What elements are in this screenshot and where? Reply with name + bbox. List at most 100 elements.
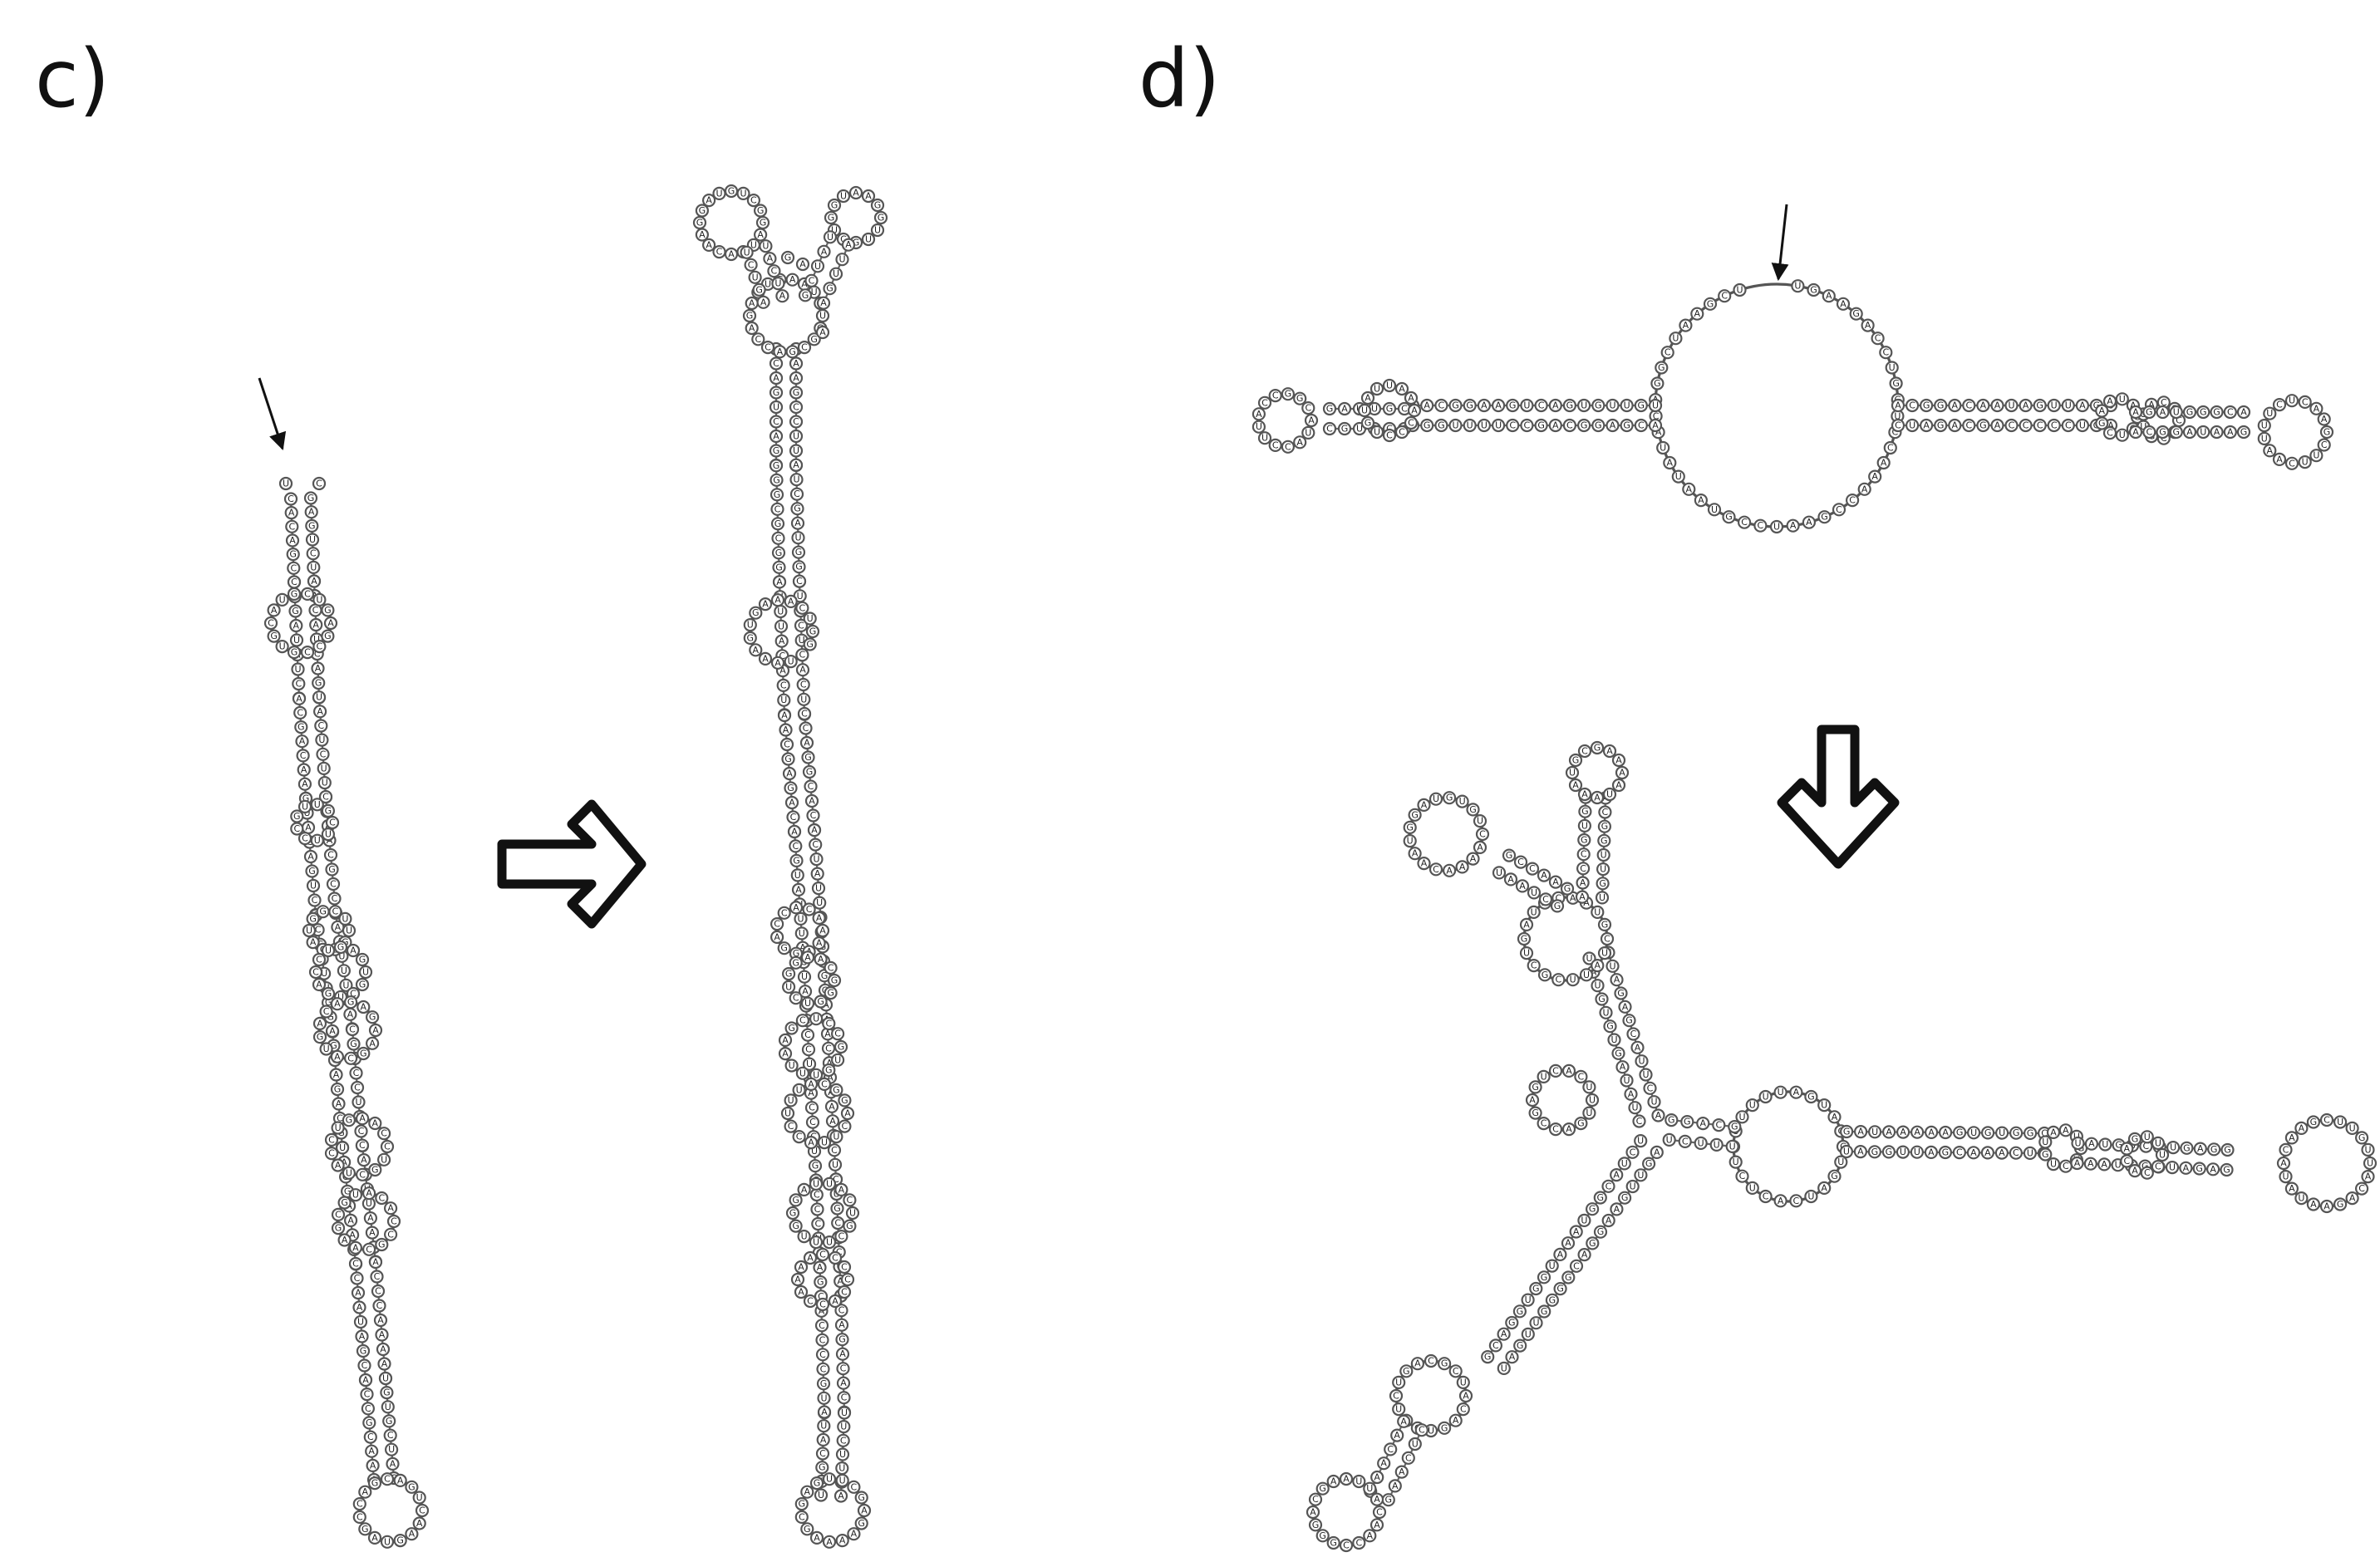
nucleotide: [375, 1328, 389, 1342]
nucleotide-letter: C: [1541, 1118, 1547, 1129]
nucleotide: [815, 1297, 830, 1312]
nucleotide-letter: G: [1615, 1048, 1622, 1059]
nucleotide-letter: G: [344, 1186, 352, 1196]
nucleotide-letter: G: [2323, 427, 2331, 438]
nucleotide-letter: G: [369, 1012, 376, 1023]
nucleotide-letter: U: [2298, 1193, 2304, 1204]
nucleotide-letter: A: [1614, 975, 1620, 985]
nucleotide-letter: U: [821, 1137, 828, 1148]
nucleotide: [307, 574, 322, 588]
nucleotide-letter: G: [1601, 835, 1608, 846]
nucleotide: [784, 795, 799, 810]
nucleotide-letter: C: [1965, 420, 1972, 431]
nucleotide-letter: U: [2173, 407, 2180, 418]
nucleotide-letter: A: [288, 508, 295, 518]
nucleotide-letter: C: [358, 1126, 365, 1137]
nucleotide: [312, 952, 327, 967]
nucleotide-letter: U: [321, 968, 327, 979]
nucleotide-letter: A: [2186, 427, 2193, 438]
nucleotide-letter: U: [1889, 362, 1896, 373]
nucleotide-letter: G: [330, 1040, 337, 1051]
nucleotide-letter: G: [325, 989, 332, 1000]
nucleotide: [285, 533, 300, 548]
nucleotide: [771, 546, 786, 560]
nucleotide-letter: A: [1895, 400, 1901, 411]
nucleotide-letter: A: [1566, 1065, 1572, 1076]
nucleotide-letter: A: [2197, 1143, 2204, 1154]
nucleotide-letter: G: [820, 1378, 828, 1389]
nucleotide-letter: G: [1645, 1158, 1653, 1169]
nucleotide-letter: G: [874, 200, 882, 211]
nucleotide-letter: A: [2310, 1199, 2317, 1210]
nucleotide-letter: U: [874, 225, 881, 236]
nucleotide-letter: U: [1630, 1181, 1636, 1192]
panel-d-initial-structure: UGAAGACCUGGUCCAAACCGAAUCCGUAAUAUACAGGCUA…: [1251, 279, 2334, 534]
nucleotide-letter: A: [1871, 471, 1878, 482]
nucleotide: [336, 1141, 350, 1155]
nucleotide: [809, 1235, 824, 1250]
nucleotide-letter: U: [1523, 948, 1530, 959]
nucleotide-letter: G: [1508, 1318, 1516, 1329]
nucleotide-letter: G: [1532, 1082, 1539, 1093]
nucleotide: [770, 473, 784, 487]
nucleotide-letter: A: [2276, 454, 2283, 464]
nucleotide-letter: G: [308, 520, 316, 531]
nucleotide-letter: A: [329, 1026, 336, 1037]
nucleotide-letter: C: [1419, 1425, 1425, 1436]
nucleotide-letter: U: [2051, 400, 2058, 411]
nucleotide-letter: A: [1412, 848, 1419, 859]
nucleotide: [843, 1193, 857, 1207]
nucleotide: [804, 793, 819, 808]
nucleotide-letter: A: [1606, 1216, 1612, 1226]
nucleotide-letter: G: [270, 631, 278, 641]
nucleotide-letter: A: [1495, 400, 1502, 411]
nucleotide-letter: G: [775, 562, 783, 572]
nucleotide-letter: U: [385, 1402, 391, 1412]
nucleotide-letter: G: [1572, 755, 1580, 766]
nucleotide: [794, 926, 809, 941]
nucleotide-letter: U: [807, 613, 814, 624]
nucleotide-letter: A: [1683, 320, 1689, 331]
nucleotide: [769, 444, 784, 458]
nucleotide-letter: A: [776, 577, 783, 587]
nucleotide-letter: U: [279, 641, 286, 652]
nucleotide-letter: G: [784, 253, 792, 263]
nucleotide-letter: A: [1507, 874, 1514, 885]
nucleotide-letter: C: [793, 416, 799, 427]
nucleotide-letter: U: [1374, 427, 1380, 438]
nucleotide-letter: A: [774, 657, 781, 668]
nucleotide-letter: A: [1806, 517, 1812, 528]
nucleotide-letter: U: [310, 881, 317, 892]
nucleotide-letter: U: [2065, 400, 2072, 411]
nucleotide-letter: G: [1438, 420, 1445, 431]
nucleotide-letter: A: [1857, 1147, 1864, 1157]
nucleotide-letter: U: [1909, 420, 1915, 431]
nucleotide: [789, 415, 804, 429]
nucleotide-letter: A: [1296, 437, 1303, 448]
nucleotide-letter: U: [2079, 420, 2086, 431]
nucleotide-letter: C: [335, 1209, 342, 1220]
nucleotide-letter: A: [361, 1155, 367, 1166]
nucleotide-letter: C: [781, 907, 788, 918]
nucleotide: [365, 1444, 379, 1458]
nucleotide-letter: U: [813, 1069, 819, 1080]
nucleotide-letter: C: [834, 1218, 841, 1229]
nucleotide: [367, 1530, 382, 1545]
nucleotide-letter: U: [1729, 1141, 1736, 1152]
nucleotide-letter: A: [1615, 780, 1622, 791]
nucleotide: [329, 1068, 343, 1082]
nucleotide-letter: G: [309, 913, 317, 924]
nucleotide-letter: A: [1421, 858, 1428, 869]
nucleotide-letter: C: [357, 1499, 363, 1510]
nucleotide: [321, 827, 335, 842]
nucleotide-letter: U: [780, 695, 787, 705]
nucleotide: [807, 332, 821, 346]
nucleotide-letter: G: [308, 866, 316, 877]
nucleotide: [791, 531, 805, 545]
nucleotide: [769, 356, 784, 371]
nucleotide: [794, 618, 809, 633]
nucleotide-letter: A: [832, 1296, 838, 1307]
nucleotide-letter: C: [288, 494, 294, 504]
nucleotide: [809, 1176, 824, 1191]
nucleotide-letter: G: [292, 606, 299, 616]
